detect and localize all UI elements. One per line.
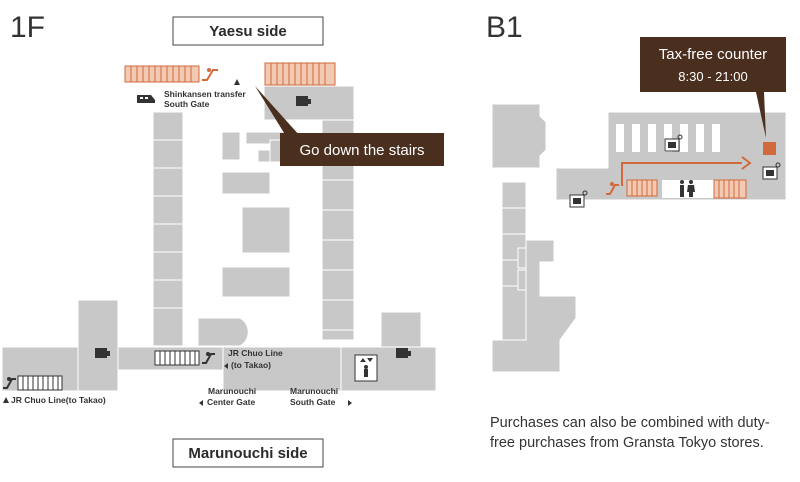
elevator-icon bbox=[354, 354, 378, 382]
locker-icon bbox=[569, 190, 588, 208]
jr-chuo-label-2: (to Takao) bbox=[231, 360, 271, 370]
floor-label-b1: B1 bbox=[486, 11, 523, 44]
yaesu-side-label: Yaesu side bbox=[172, 16, 324, 46]
bus-icon bbox=[137, 95, 155, 103]
stairs-b1-right bbox=[713, 179, 747, 199]
up-arrow-icon bbox=[234, 79, 240, 85]
left-arrow-icon bbox=[199, 400, 203, 406]
south-gate-label-2: South Gate bbox=[290, 397, 336, 407]
escalator-icon bbox=[3, 377, 16, 389]
locker-icon bbox=[762, 162, 781, 180]
callout-go-down-stairs: Go down the stairs bbox=[255, 86, 444, 166]
callout-tax-free-counter: Tax-free counter 8:30 - 21:00 bbox=[640, 37, 786, 138]
escalator-icon bbox=[202, 352, 215, 364]
shinkansen-label-2: South Gate bbox=[164, 99, 210, 109]
route-arrow bbox=[621, 156, 752, 186]
locker-icon bbox=[95, 348, 110, 358]
svg-text:8:30 - 21:00: 8:30 - 21:00 bbox=[678, 69, 747, 84]
floor-label-1f: 1F bbox=[10, 11, 45, 44]
escalator-icon bbox=[606, 182, 619, 195]
tax-free-counter-marker bbox=[763, 142, 776, 155]
shinkansen-label-1: Shinkansen transfer bbox=[164, 89, 246, 99]
floor-1f-areas bbox=[1, 85, 437, 392]
stairs-top-left bbox=[124, 65, 200, 83]
center-gate-label-1: Marunouchi bbox=[208, 386, 256, 396]
center-gate-label-2: Center Gate bbox=[207, 397, 255, 407]
jr-chuo-label-1: JR Chuo Line bbox=[228, 348, 283, 358]
locker-icon bbox=[296, 96, 311, 106]
south-gate-label-1: Marunouchi bbox=[290, 386, 338, 396]
svg-text:Tax-free counter: Tax-free counter bbox=[659, 46, 767, 63]
svg-text:Go down the stairs: Go down the stairs bbox=[299, 142, 424, 159]
locker-icon bbox=[396, 348, 411, 358]
left-arrow-icon bbox=[224, 363, 228, 369]
stairs-b1-left bbox=[626, 179, 658, 197]
locker-icon bbox=[664, 134, 683, 152]
floor-b1-areas bbox=[491, 103, 787, 373]
escalator-icon bbox=[202, 68, 218, 81]
stairs-top-right bbox=[264, 62, 336, 86]
stairs-chuo bbox=[154, 350, 200, 366]
stairs-chuo-left bbox=[17, 375, 63, 391]
jr-chuo-left-label: JR Chuo Line(to Takao) bbox=[11, 395, 106, 405]
svg-text:Yaesu side: Yaesu side bbox=[209, 23, 287, 40]
up-arrow-icon bbox=[3, 397, 9, 403]
svg-text:Marunouchi side: Marunouchi side bbox=[188, 445, 307, 462]
restroom-icon bbox=[680, 180, 695, 197]
right-arrow-icon bbox=[348, 400, 352, 406]
combined-purchase-note: Purchases can also be combined with duty… bbox=[490, 415, 770, 451]
marunouchi-side-label: Marunouchi side bbox=[172, 438, 324, 468]
